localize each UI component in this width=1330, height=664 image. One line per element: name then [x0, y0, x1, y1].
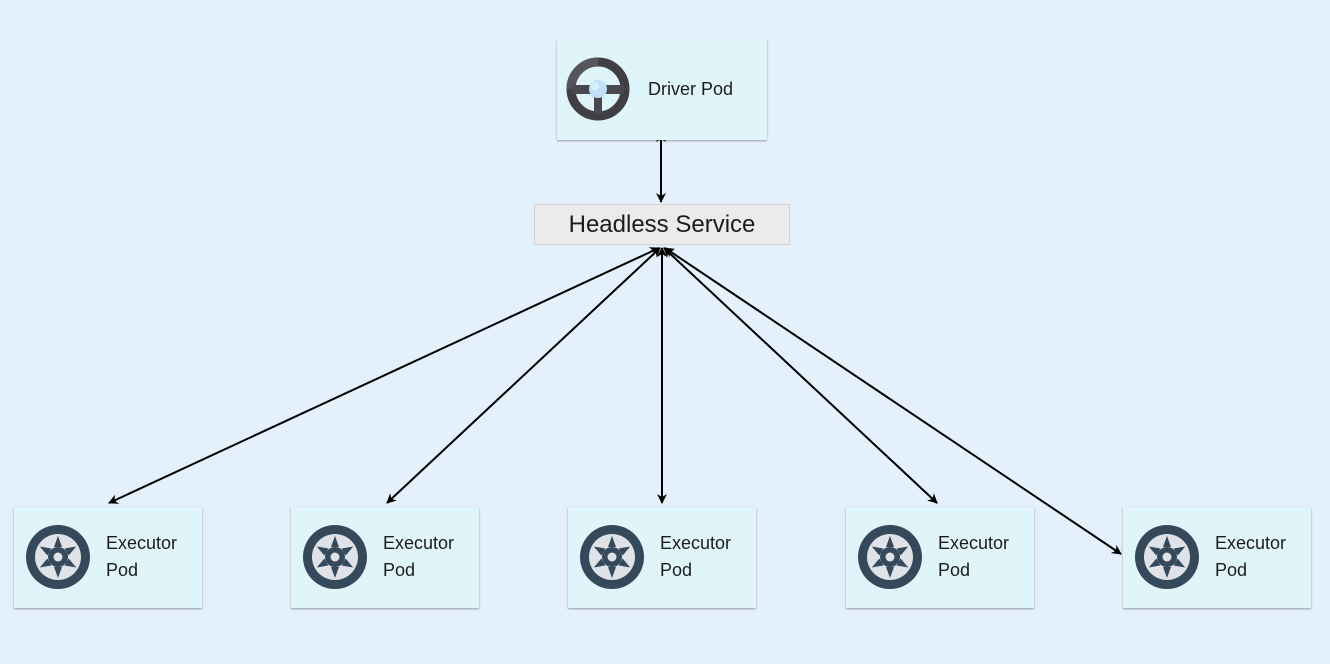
- wheel-icon: [303, 525, 367, 589]
- headless-service-label: Headless Service: [568, 210, 756, 238]
- executor-pod-label: Executor Pod: [938, 533, 1010, 580]
- steering-wheel-icon: [566, 57, 630, 121]
- executor-pod-5: Executor Pod: [1123, 507, 1311, 608]
- executor-pod-label: Executor Pod: [660, 533, 732, 580]
- executor-pod-label: Executor Pod: [106, 533, 178, 580]
- wheel-icon: [580, 525, 644, 589]
- arrow-service-executor-2: [386, 247, 661, 504]
- executor-pod-1: Executor Pod: [14, 507, 202, 608]
- arrow-service-executor-1: [108, 247, 660, 504]
- executor-pod-3: Executor Pod: [568, 507, 756, 608]
- wheel-icon: [858, 525, 922, 589]
- wheel-icon: [26, 525, 90, 589]
- driver-pod: Driver Pod: [557, 39, 767, 140]
- wheel-icon: [1135, 525, 1199, 589]
- arrow-service-executor-4: [663, 247, 938, 504]
- executor-pod-label: Executor Pod: [383, 533, 455, 580]
- executor-pod-2: Executor Pod: [291, 507, 479, 608]
- driver-pod-label: Driver Pod: [648, 79, 734, 99]
- executor-pod-label: Executor Pod: [1215, 533, 1287, 580]
- executor-pod-4: Executor Pod: [846, 507, 1034, 608]
- headless-service: Headless Service: [534, 204, 790, 245]
- arrow-service-executor-5: [664, 247, 1122, 555]
